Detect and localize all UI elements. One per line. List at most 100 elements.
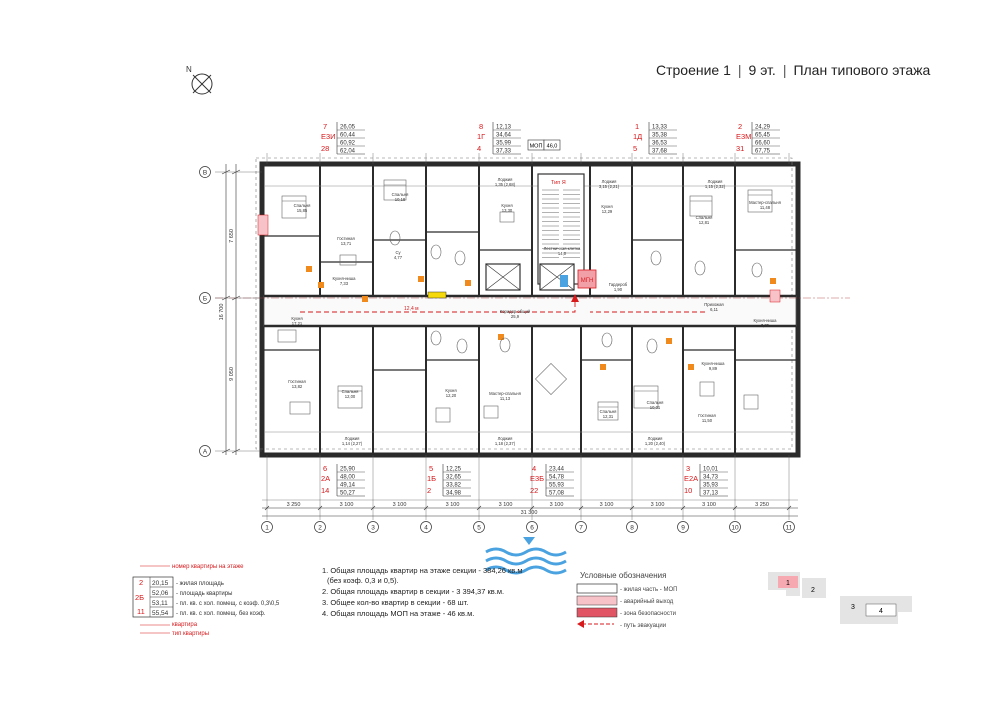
room-name: Лоджия: [602, 179, 617, 184]
dimension-lower: 9 050: [229, 367, 235, 381]
room-name: Лоджия: [648, 436, 663, 441]
axis-number: 1: [265, 525, 269, 532]
room-area: 12,81: [699, 220, 710, 225]
axis-number: 9: [681, 525, 685, 532]
room-area: 1,15 (2,32): [705, 184, 726, 189]
dimension-label: 3 100: [340, 502, 354, 508]
room-area: 1,20 (2,40): [645, 441, 666, 446]
axis-bubble: [526, 521, 538, 533]
mgn-label: МГН: [581, 278, 594, 284]
apartment-area-value: 13,33: [652, 125, 668, 131]
apartment-count: 31: [736, 144, 744, 153]
key-apt-label: квартира: [172, 622, 198, 628]
room-name: Спальня: [342, 389, 359, 394]
room-area: 3,15 (2,21): [599, 184, 620, 189]
key-n2: 2Б: [135, 593, 144, 602]
symbol-legend: Условные обозначения - жилая часть - МОП…: [576, 571, 677, 629]
safety-zones: МГН: [257, 214, 781, 370]
room-area: 7,75: [761, 323, 770, 328]
room-area: 13,71: [341, 241, 352, 246]
axis-letter: В: [203, 170, 207, 177]
key-area-label: - пл. кв. с хол. помещ. без коэф.: [176, 611, 266, 617]
dimension-label: 3 100: [499, 502, 513, 508]
axis-bubble: [420, 521, 432, 533]
room-name: Кухня: [445, 388, 456, 393]
room-area: 1,90: [614, 287, 623, 292]
room-area: 7,33: [340, 281, 349, 286]
axis-number: 5: [477, 525, 481, 532]
keyplan-2: 2: [811, 587, 815, 594]
note-1b: (без коэф. 0,3 и 0,5).: [327, 576, 399, 585]
apartment-area-value: 62,04: [340, 149, 356, 155]
apartment-area-value: 34,64: [496, 133, 512, 139]
note-1: 1. Общая площадь квартир на этаже секции…: [322, 566, 523, 575]
apartment-area-value: 12,25: [446, 467, 462, 473]
note-4: 4. Общая площадь МОП на этаже - 46 кв.м.: [322, 609, 475, 618]
room-area: 11,13: [500, 396, 511, 401]
building-outline: [215, 157, 850, 458]
apartment-area-value: 49,14: [340, 483, 356, 489]
key-area-value: 55,54: [152, 610, 169, 617]
apartment-number: 2: [738, 122, 742, 131]
water-symbol: [485, 537, 567, 575]
room-name: Су: [395, 250, 401, 255]
apartment-area-value: 36,53: [652, 141, 668, 147]
room-area: 12,29: [602, 209, 613, 214]
apartment-count: 4: [477, 144, 481, 153]
room-area: 6,11: [710, 307, 719, 312]
key-area-label: - площадь квартиры: [176, 591, 232, 597]
common-corridor: [263, 295, 797, 327]
interior-walls: [264, 166, 796, 453]
dimension-label: 3 250: [755, 502, 769, 508]
apartment-count: 5: [633, 144, 637, 153]
axis-bubble: [261, 521, 273, 533]
apartment-area-value: 35,38: [652, 133, 668, 139]
mgn-safety-zone: [577, 269, 597, 289]
sheet-header: Строение 1|9 эт.|План типового этажа: [656, 62, 931, 78]
legend-item-evac: - путь эвакуации: [620, 623, 666, 629]
key-area-label: - жилая площадь: [176, 581, 224, 587]
mop-box: МОП 46,0: [527, 139, 561, 151]
apartment-area-value: 35,99: [496, 141, 512, 147]
axis-bubble: [199, 445, 211, 457]
mop-label: МОП: [530, 144, 543, 150]
apartment-number: 3: [686, 464, 690, 473]
apartment-number: 7: [323, 122, 327, 131]
dimension-label: 3 100: [446, 502, 460, 508]
axis-bubble: [677, 521, 689, 533]
room-name: Гостиная: [698, 413, 716, 418]
apartment-area-value: 10,01: [703, 467, 719, 473]
apartment-area-value: 48,00: [340, 475, 356, 481]
key-area-label: - пл. кв. с хол. помещ. с коэф. 0,3\0,5: [176, 601, 280, 607]
room-area: 9,89: [709, 366, 718, 371]
room-name: Спальня: [647, 400, 664, 405]
apartment-type: 1Б: [427, 474, 436, 483]
keyplan-4: 4: [879, 608, 883, 615]
apartment-area-value: 67,75: [755, 149, 771, 155]
key-type-label: тип квартиры: [172, 631, 209, 637]
room-name: Лоджия: [345, 436, 360, 441]
room-name: Прихожая: [704, 302, 723, 307]
apartment-count: 22: [530, 486, 538, 495]
apartment-number: 5: [429, 464, 433, 473]
apartment-boxes-top: 7Е3И2826,0560,4460,9262,0481Г412,1334,64…: [321, 122, 780, 155]
room-area: 11,50: [702, 418, 713, 423]
axis-bubble: [626, 521, 638, 533]
axis-number: 7: [579, 525, 583, 532]
room-area: 1,18 (2,37): [495, 441, 516, 446]
